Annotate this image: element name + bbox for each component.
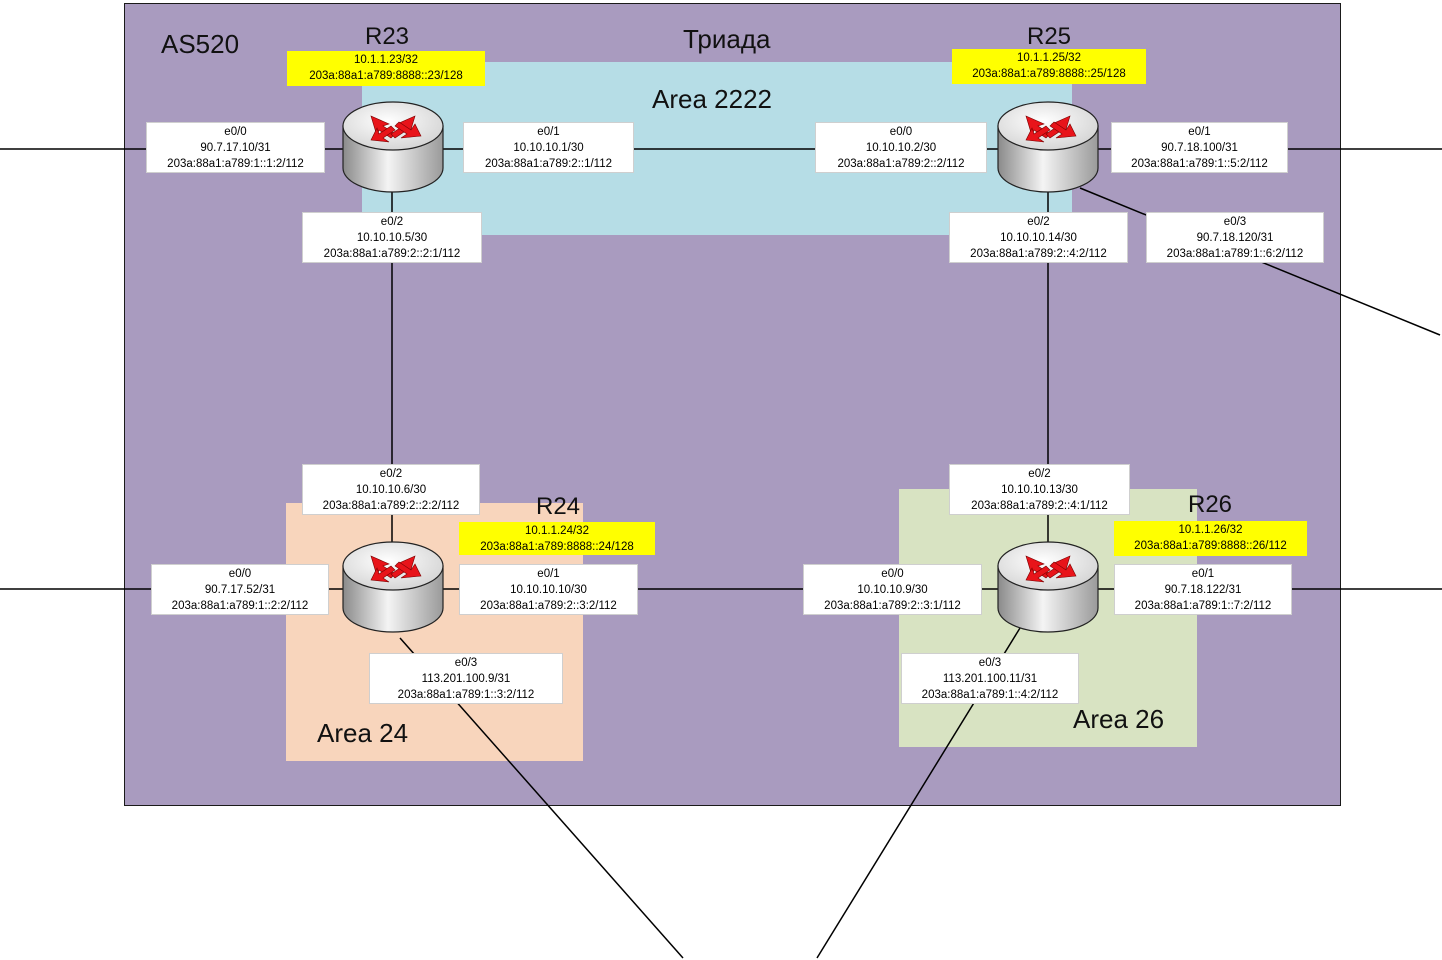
r23-loopback: 10.1.1.23/32 203a:88a1:a789:8888::23/128 [287,51,485,86]
r25-e0-2-v6: 203a:88a1:a789:2::4:2/112 [970,248,1107,260]
area-2222-label: Area 2222 [652,84,772,114]
r23-e0-1-label: e0/1 10.10.10.1/30 203a:88a1:a789:2::1/1… [463,122,634,173]
r23-name: R23 [365,23,410,50]
r24-e0-0-v6: 203a:88a1:a789:1::2:2/112 [171,600,309,612]
r25-name: R25 [1027,23,1072,50]
r23-e0-2-v4: 10.10.10.5/30 [356,232,428,244]
r24-e0-2-v4: 10.10.10.6/30 [355,484,427,496]
r25-e0-0-label: e0/0 10.10.10.2/30 203a:88a1:a789:2::2/1… [815,122,987,173]
r26-e0-3-label: e0/3 113.201.100.11/31 203a:88a1:a789:1:… [901,653,1079,704]
r25-e0-0-v4: 10.10.10.2/30 [865,142,937,154]
r25-e0-2-label: e0/2 10.10.10.14/30 203a:88a1:a789:2::4:… [949,212,1128,263]
r23-e0-0-v4: 90.7.17.10/31 [200,142,271,154]
r23-e0-0-name: e0/0 [224,126,247,138]
r26-e0-0-label: e0/0 10.10.10.9/30 203a:88a1:a789:2::3:1… [803,564,982,615]
r23-e0-2-label: e0/2 10.10.10.5/30 203a:88a1:a789:2::2:1… [302,212,482,263]
r25-loopback-v4: 10.1.1.25/32 [1017,52,1081,64]
r25-e0-3-v4: 90.7.18.120/31 [1196,232,1274,244]
r25-e0-1-label: e0/1 90.7.18.100/31 203a:88a1:a789:1::5:… [1111,122,1288,173]
r24-e0-0-label: e0/0 90.7.17.52/31 203a:88a1:a789:1::2:2… [151,564,329,615]
r24-e0-0-name: e0/0 [228,568,252,580]
r23-e0-0-v6: 203a:88a1:a789:1::1:2/112 [167,158,304,170]
r24-loopback-v6: 203a:88a1:a789:8888::24/128 [480,541,634,553]
r23-router-icon[interactable] [341,98,445,198]
r24-e0-1-v4: 10.10.10.10/30 [510,584,587,596]
r26-e0-1-v4: 90.7.18.122/31 [1164,584,1242,596]
r26-e0-2-label: e0/2 10.10.10.13/30 203a:88a1:a789:2::4:… [949,464,1130,515]
r26-e0-0-v4: 10.10.10.9/30 [857,584,928,596]
r24-e0-1-label: e0/1 10.10.10.10/30 203a:88a1:a789:2::3:… [459,564,638,615]
r23-loopback-v6: 203a:88a1:a789:8888::23/128 [309,70,463,82]
r25-e0-2-v4: 10.10.10.14/30 [1000,232,1077,244]
r25-e0-3-label: e0/3 90.7.18.120/31 203a:88a1:a789:1::6:… [1146,212,1324,263]
r24-e0-3-v4: 113.201.100.9/31 [421,673,511,685]
r24-e0-2-label: e0/2 10.10.10.6/30 203a:88a1:a789:2::2:2… [302,464,480,515]
r26-e0-2-v6: 203a:88a1:a789:2::4:1/112 [971,500,1108,512]
r26-e0-3-v6: 203a:88a1:a789:1::4:2/112 [921,689,1059,701]
r25-e0-0-name: e0/0 [889,126,913,138]
r25-e0-1-v4: 90.7.18.100/31 [1161,142,1238,154]
r26-e0-0-v6: 203a:88a1:a789:2::3:1/112 [824,600,961,612]
r26-e0-1-v6: 203a:88a1:a789:1::7:2/112 [1134,600,1272,612]
r26-e0-1-label: e0/1 90.7.18.122/31 203a:88a1:a789:1::7:… [1114,564,1292,615]
r26-router-icon[interactable] [996,538,1100,638]
r26-name: R26 [1188,491,1233,518]
r25-e0-1-v6: 203a:88a1:a789:1::5:2/112 [1131,158,1268,170]
r26-e0-1-name: e0/1 [1191,568,1215,580]
r24-router-icon[interactable] [341,538,445,638]
r26-e0-0-name: e0/0 [881,568,904,580]
r24-e0-3-v6: 203a:88a1:a789:1::3:2/112 [397,689,535,701]
r26-e0-3-v4: 113.201.100.11/31 [942,673,1038,685]
r24-e0-1-name: e0/1 [537,568,560,580]
r25-loopback-v6: 203a:88a1:a789:8888::25/128 [972,68,1126,80]
r24-e0-3-name: e0/3 [454,657,478,669]
r26-e0-3-name: e0/3 [978,657,1002,669]
as-label: AS520 [161,29,240,59]
r23-e0-2-name: e0/2 [380,216,404,228]
r26-e0-2-v4: 10.10.10.13/30 [1001,484,1078,496]
r26-loopback: 10.1.1.26/32 203a:88a1:a789:8888::26/112 [1114,521,1307,556]
r25-e0-2-name: e0/2 [1027,216,1050,228]
r26-e0-2-name: e0/2 [1028,468,1051,480]
r24-e0-3-label: e0/3 113.201.100.9/31 203a:88a1:a789:1::… [369,653,563,704]
r24-e0-2-v6: 203a:88a1:a789:2::2:2/112 [322,500,460,512]
r25-e0-3-name: e0/3 [1223,216,1247,228]
r25-router-icon[interactable] [996,98,1100,198]
r25-e0-0-v6: 203a:88a1:a789:2::2/112 [837,158,965,170]
r24-e0-2-name: e0/2 [379,468,403,480]
r24-loopback: 10.1.1.24/32 203a:88a1:a789:8888::24/128 [459,522,655,555]
r25-e0-3-v6: 203a:88a1:a789:1::6:2/112 [1166,248,1304,260]
r24-loopback-v4: 10.1.1.24/32 [525,525,589,537]
company-label: Триада [683,24,771,54]
area-24-label: Area 24 [317,718,409,748]
r26-loopback-v6: 203a:88a1:a789:8888::26/112 [1134,540,1287,552]
r23-e0-1-v6: 203a:88a1:a789:2::1/112 [484,158,613,170]
r26-loopback-v4: 10.1.1.26/32 [1178,524,1243,536]
r24-name: R24 [536,493,581,520]
r24-e0-1-v6: 203a:88a1:a789:2::3:2/112 [480,600,617,612]
r23-e0-1-name: e0/1 [537,126,560,138]
r23-e0-1-v4: 10.10.10.1/30 [513,142,584,154]
r23-e0-2-v6: 203a:88a1:a789:2::2:1/112 [323,248,461,260]
r23-loopback-v4: 10.1.1.23/32 [354,54,418,66]
r23-e0-0-label: e0/0 90.7.17.10/31 203a:88a1:a789:1::1:2… [146,122,325,173]
r25-loopback: 10.1.1.25/32 203a:88a1:a789:8888::25/128 [952,49,1146,84]
area-26-label: Area 26 [1073,704,1165,734]
r24-e0-0-v4: 90.7.17.52/31 [204,584,276,596]
r25-e0-1-name: e0/1 [1188,126,1211,138]
